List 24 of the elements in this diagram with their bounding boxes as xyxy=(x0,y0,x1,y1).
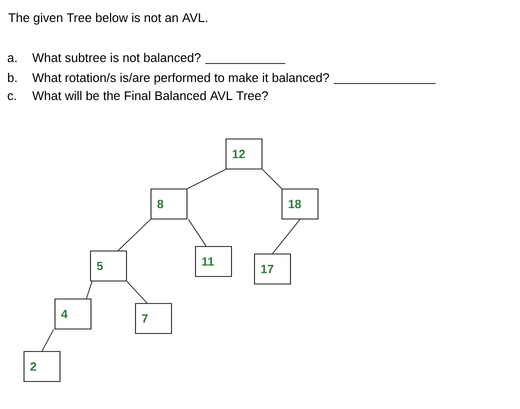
question-text: What will be the Final Balanced AVL Tree? xyxy=(32,90,268,100)
tree-node: 5 xyxy=(90,250,127,282)
tree-node: 2 xyxy=(24,351,60,382)
tree-edge xyxy=(272,219,300,254)
list-marker: a. xyxy=(8,55,16,62)
tree-edge xyxy=(187,169,226,189)
list-marker: b. xyxy=(8,72,16,82)
tree-edge xyxy=(262,169,282,189)
tree-edge xyxy=(188,219,206,246)
list-marker: c. xyxy=(8,93,16,100)
question-text: What subtree is not balanced? xyxy=(32,52,201,62)
tree-edge xyxy=(86,281,92,299)
tree-node: 12 xyxy=(226,138,262,170)
statement-text: The given Tree below is not an AVL. xyxy=(8,12,208,25)
tree-node: 18 xyxy=(282,188,318,220)
tree-node: 7 xyxy=(135,303,172,334)
tree-edge xyxy=(118,219,151,251)
question-text: What rotation/s is/are performed to make it balanced? xyxy=(32,72,330,85)
tree-edge xyxy=(42,329,54,352)
tree-edge xyxy=(126,281,148,304)
tree-node: 4 xyxy=(54,298,92,330)
tree-node: 8 xyxy=(150,188,188,220)
tree-node: 11 xyxy=(195,246,232,277)
tree-node: 17 xyxy=(254,254,291,284)
